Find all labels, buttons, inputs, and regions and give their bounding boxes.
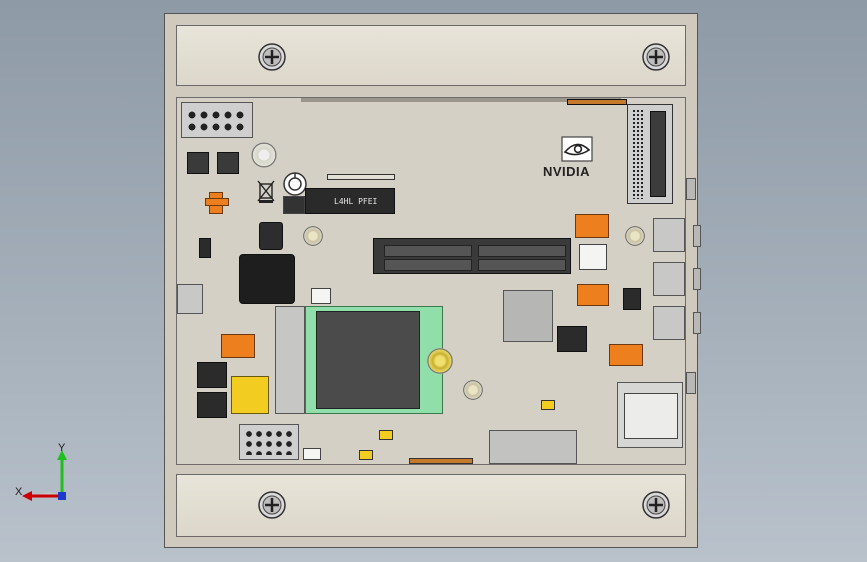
side-connector-3[interactable] [693, 312, 701, 334]
side-connector-top[interactable] [686, 178, 696, 200]
capacitor-orange-2[interactable] [577, 284, 609, 306]
nvidia-eye-icon [561, 136, 593, 162]
ic-small-2[interactable] [623, 288, 641, 310]
top-mounting-rail[interactable] [176, 25, 686, 86]
standoff-top[interactable] [251, 142, 277, 168]
capacitor-orange-4[interactable] [221, 334, 255, 358]
silk-rectangle [327, 174, 395, 180]
usb-port-2[interactable] [653, 262, 685, 296]
sd-card-slot[interactable] [617, 382, 683, 448]
recycle-icon [283, 172, 307, 196]
fan-connector-latch [205, 198, 229, 206]
inductor-grey[interactable] [503, 290, 553, 342]
coordinate-triad [22, 450, 67, 501]
capacitor-orange-3[interactable] [609, 344, 643, 366]
ic-qfn-2[interactable] [217, 152, 239, 174]
ic-qfn-1[interactable] [187, 152, 209, 174]
bottom-mounting-rail[interactable] [176, 474, 686, 537]
screw-bottom-right[interactable] [641, 490, 671, 520]
usb-port-1[interactable] [653, 218, 685, 252]
screw-bottom-left[interactable] [257, 490, 287, 520]
yellow-component[interactable] [231, 376, 269, 414]
chip-labeled[interactable]: L4HL PFEI [305, 188, 395, 214]
small-white-part[interactable] [303, 448, 321, 460]
side-connector-2[interactable] [693, 268, 701, 290]
small-yellow-3[interactable] [541, 400, 555, 410]
standoff-mid-left[interactable] [303, 226, 323, 246]
weee-bin-icon [257, 180, 275, 203]
power-inductor-2[interactable] [239, 254, 295, 304]
axis-label-y: Y [58, 442, 66, 454]
brand-label: NVIDIA [543, 164, 591, 179]
axis-label-x: X [15, 486, 23, 498]
switch-block[interactable] [311, 288, 331, 304]
standoff-bottom[interactable] [463, 380, 483, 400]
chip-labeled-tab [283, 196, 305, 214]
power-inductor-1[interactable] [259, 222, 283, 250]
screw-top-left[interactable] [257, 42, 287, 72]
small-yellow-2[interactable] [359, 450, 373, 460]
small-yellow-1[interactable] [379, 430, 393, 440]
chip-label-text: L4HL PFEI [334, 197, 378, 206]
white-component[interactable] [579, 244, 607, 270]
pin-header-top-left[interactable] [181, 102, 253, 138]
bottom-edge-connector[interactable] [489, 430, 577, 464]
m2-module[interactable] [305, 306, 443, 414]
side-connector-1[interactable] [693, 225, 701, 247]
usb-port-3[interactable] [653, 306, 685, 340]
ic-black-1[interactable] [197, 362, 227, 388]
top-edge-connector[interactable] [567, 99, 627, 105]
screw-top-right[interactable] [641, 42, 671, 72]
sodimm-slot[interactable] [627, 104, 673, 204]
ic-small-1[interactable] [199, 238, 211, 258]
m2-screw[interactable] [427, 348, 453, 374]
ic-qfn-3[interactable] [557, 326, 587, 352]
pin-header-bottom[interactable] [239, 424, 299, 460]
capacitor-orange-1[interactable] [575, 214, 609, 238]
m2-module-chip [316, 311, 420, 409]
standoff-mid-right[interactable] [625, 226, 645, 246]
bottom-edge-strip [409, 458, 473, 464]
left-side-connector[interactable] [177, 284, 203, 314]
top-edge-strip [301, 98, 621, 102]
board-to-board-connector[interactable] [373, 238, 571, 274]
m2-slot[interactable] [275, 306, 305, 414]
pcb-board[interactable]: L4HL PFEI NVIDIA [176, 97, 686, 465]
ic-black-2[interactable] [197, 392, 227, 418]
side-connector-bottom[interactable] [686, 372, 696, 394]
